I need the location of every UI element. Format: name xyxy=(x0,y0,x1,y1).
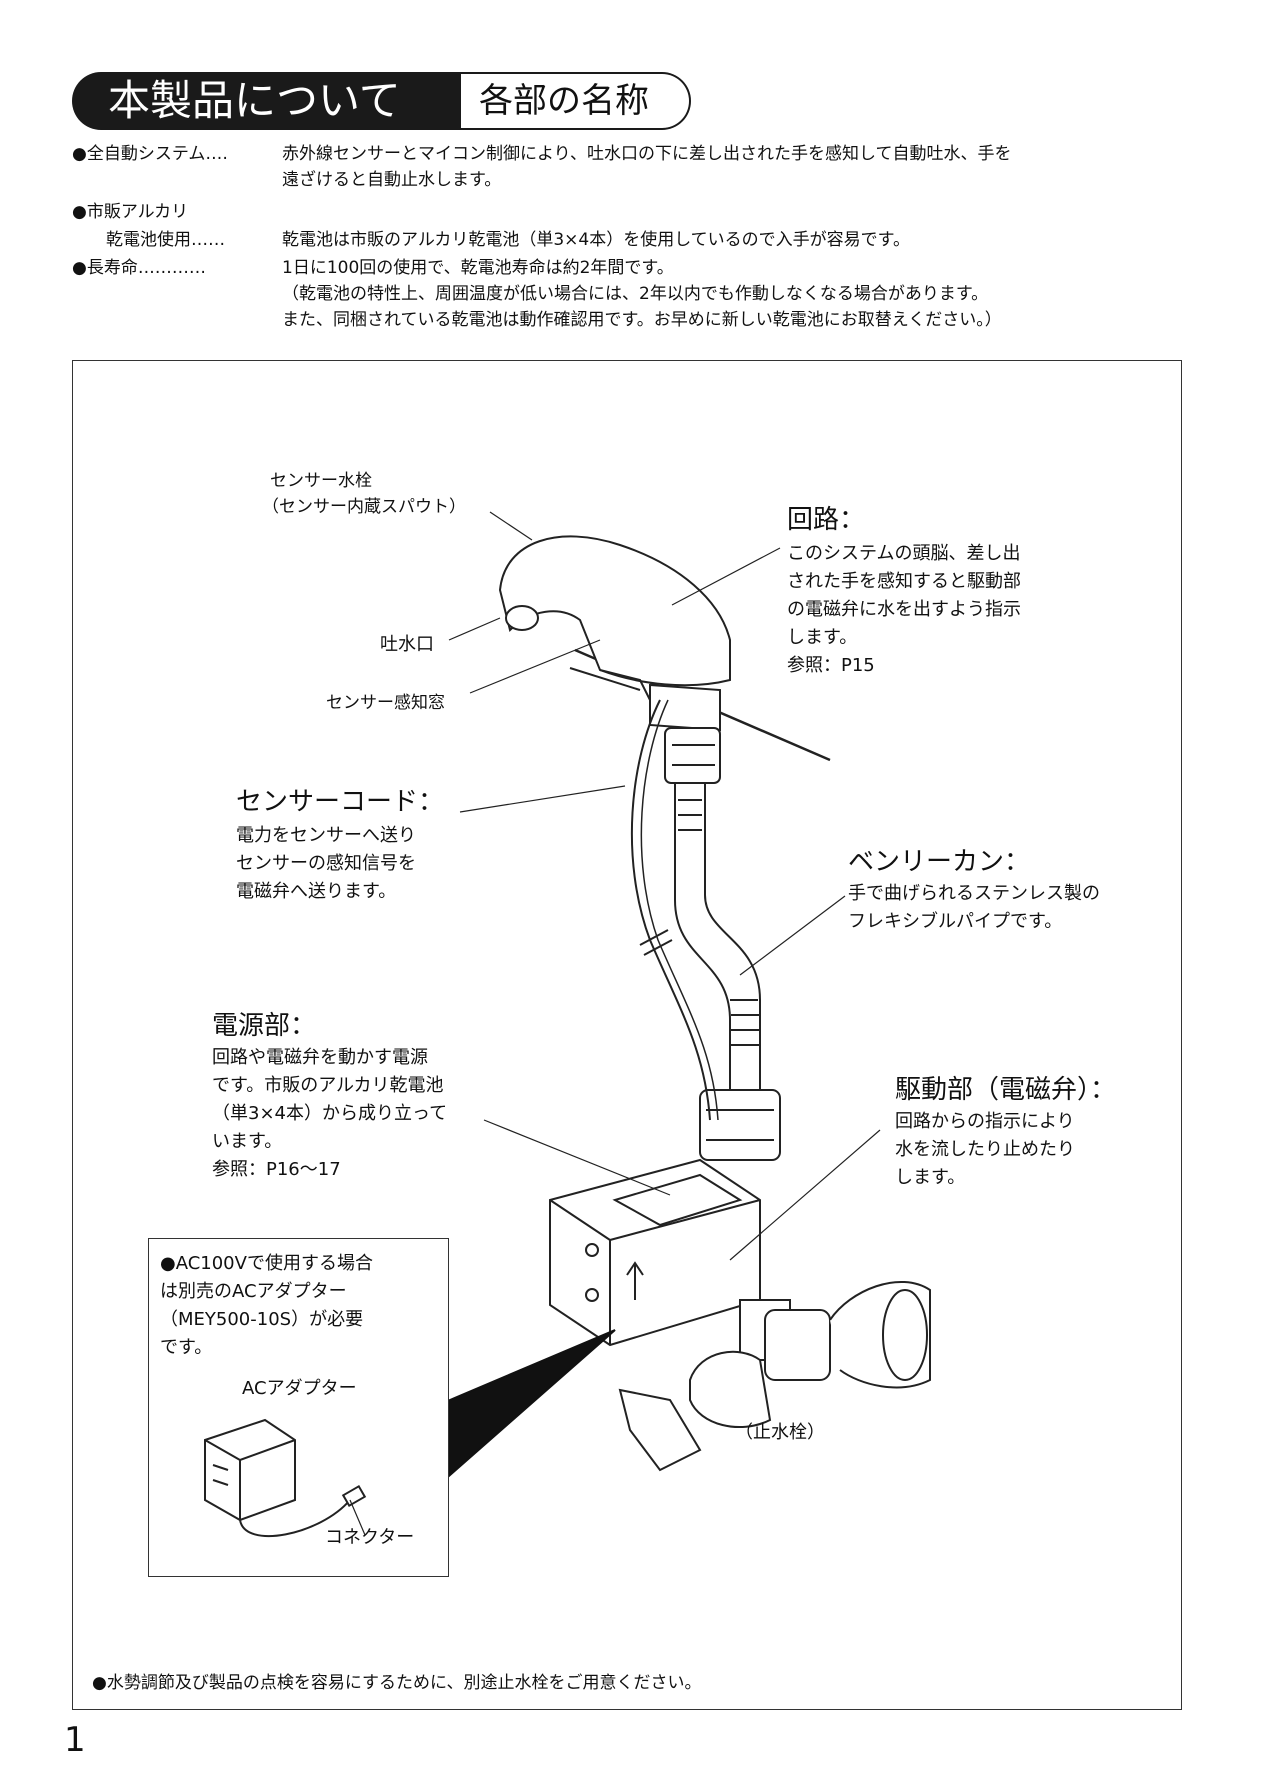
power-title: 電源部： xyxy=(212,1011,317,1041)
feature-text: （乾電池の特性上、周囲温度が低い場合には、2年以内でも作動しなくなる場合がありま… xyxy=(282,284,989,304)
ac-adapter-note: ●AC100Vで使用する場合 は別売のACアダプター （MEY500-10S）が… xyxy=(160,1253,373,1358)
power-desc: 回路や電磁弁を動かす電源 です。市販のアルカリ乾電池 （単3×4本）から成り立っ… xyxy=(212,1047,448,1180)
label-sensor-faucet-sub: （センサー内蔵スパウト） xyxy=(262,497,466,517)
label-spout: 吐水口 xyxy=(380,634,434,655)
feature-label: ●全自動システム‥‥ xyxy=(72,144,229,164)
label-sensor-faucet: センサー水栓 xyxy=(270,471,372,491)
feature-label: ●長寿命‥‥‥‥‥‥ xyxy=(72,258,206,278)
circuit-title: 回路： xyxy=(787,505,866,535)
label-connector: コネクター xyxy=(325,1527,415,1548)
feature-text: 赤外線センサーとマイコン制御により、吐水口の下に差し出された手を感知して自動吐水… xyxy=(282,144,1012,164)
drive-desc: 回路からの指示により 水を流したり止めたり します。 xyxy=(895,1111,1075,1188)
page-number: 1 xyxy=(64,1720,86,1760)
sensor-cord-desc: 電力をセンサーへ送り センサーの感知信号を 電磁弁へ送ります。 xyxy=(236,825,416,902)
label-ac-adapter: ACアダプター xyxy=(242,1378,357,1399)
label-sensor-window: センサー感知窓 xyxy=(326,693,445,713)
page-title: 本製品について xyxy=(72,72,472,130)
flex-pipe-desc: 手で曲げられるステンレス製の フレキシブルパイプです。 xyxy=(848,883,1100,932)
feature-label: 乾電池使用‥‥‥ xyxy=(106,230,226,250)
sensor-cord-title: センサーコード： xyxy=(236,787,445,817)
diagram-frame xyxy=(72,360,1182,1710)
drive-title: 駆動部（電磁弁）： xyxy=(895,1075,1117,1105)
feature-text: 遠ざけると自動止水します。 xyxy=(282,170,502,190)
page-subtitle: 各部の名称 xyxy=(461,72,691,130)
ac-adapter-inset xyxy=(148,1238,449,1577)
feature-text: 1日に100回の使用で、乾電池寿命は約2年間です。 xyxy=(282,258,674,278)
circuit-desc: このシステムの頭脳、差し出 された手を感知すると駆動部 の電磁弁に水を出すよう指… xyxy=(787,543,1021,676)
label-stop-valve: （止水栓） xyxy=(735,1422,825,1443)
flex-pipe-title: ベンリーカン： xyxy=(848,847,1031,877)
feature-label: ●市販アルカリ xyxy=(72,202,189,222)
feature-text: 乾電池は市販のアルカリ乾電池（単3×4本）を使用しているので入手が容易です。 xyxy=(282,230,910,250)
feature-text: また、同梱されている乾電池は動作確認用です。お早めに新しい乾電池にお取替えくださ… xyxy=(282,310,1002,330)
footnote: ●水勢調節及び製品の点検を容易にするために、別途止水栓をご用意ください。 xyxy=(92,1673,702,1693)
